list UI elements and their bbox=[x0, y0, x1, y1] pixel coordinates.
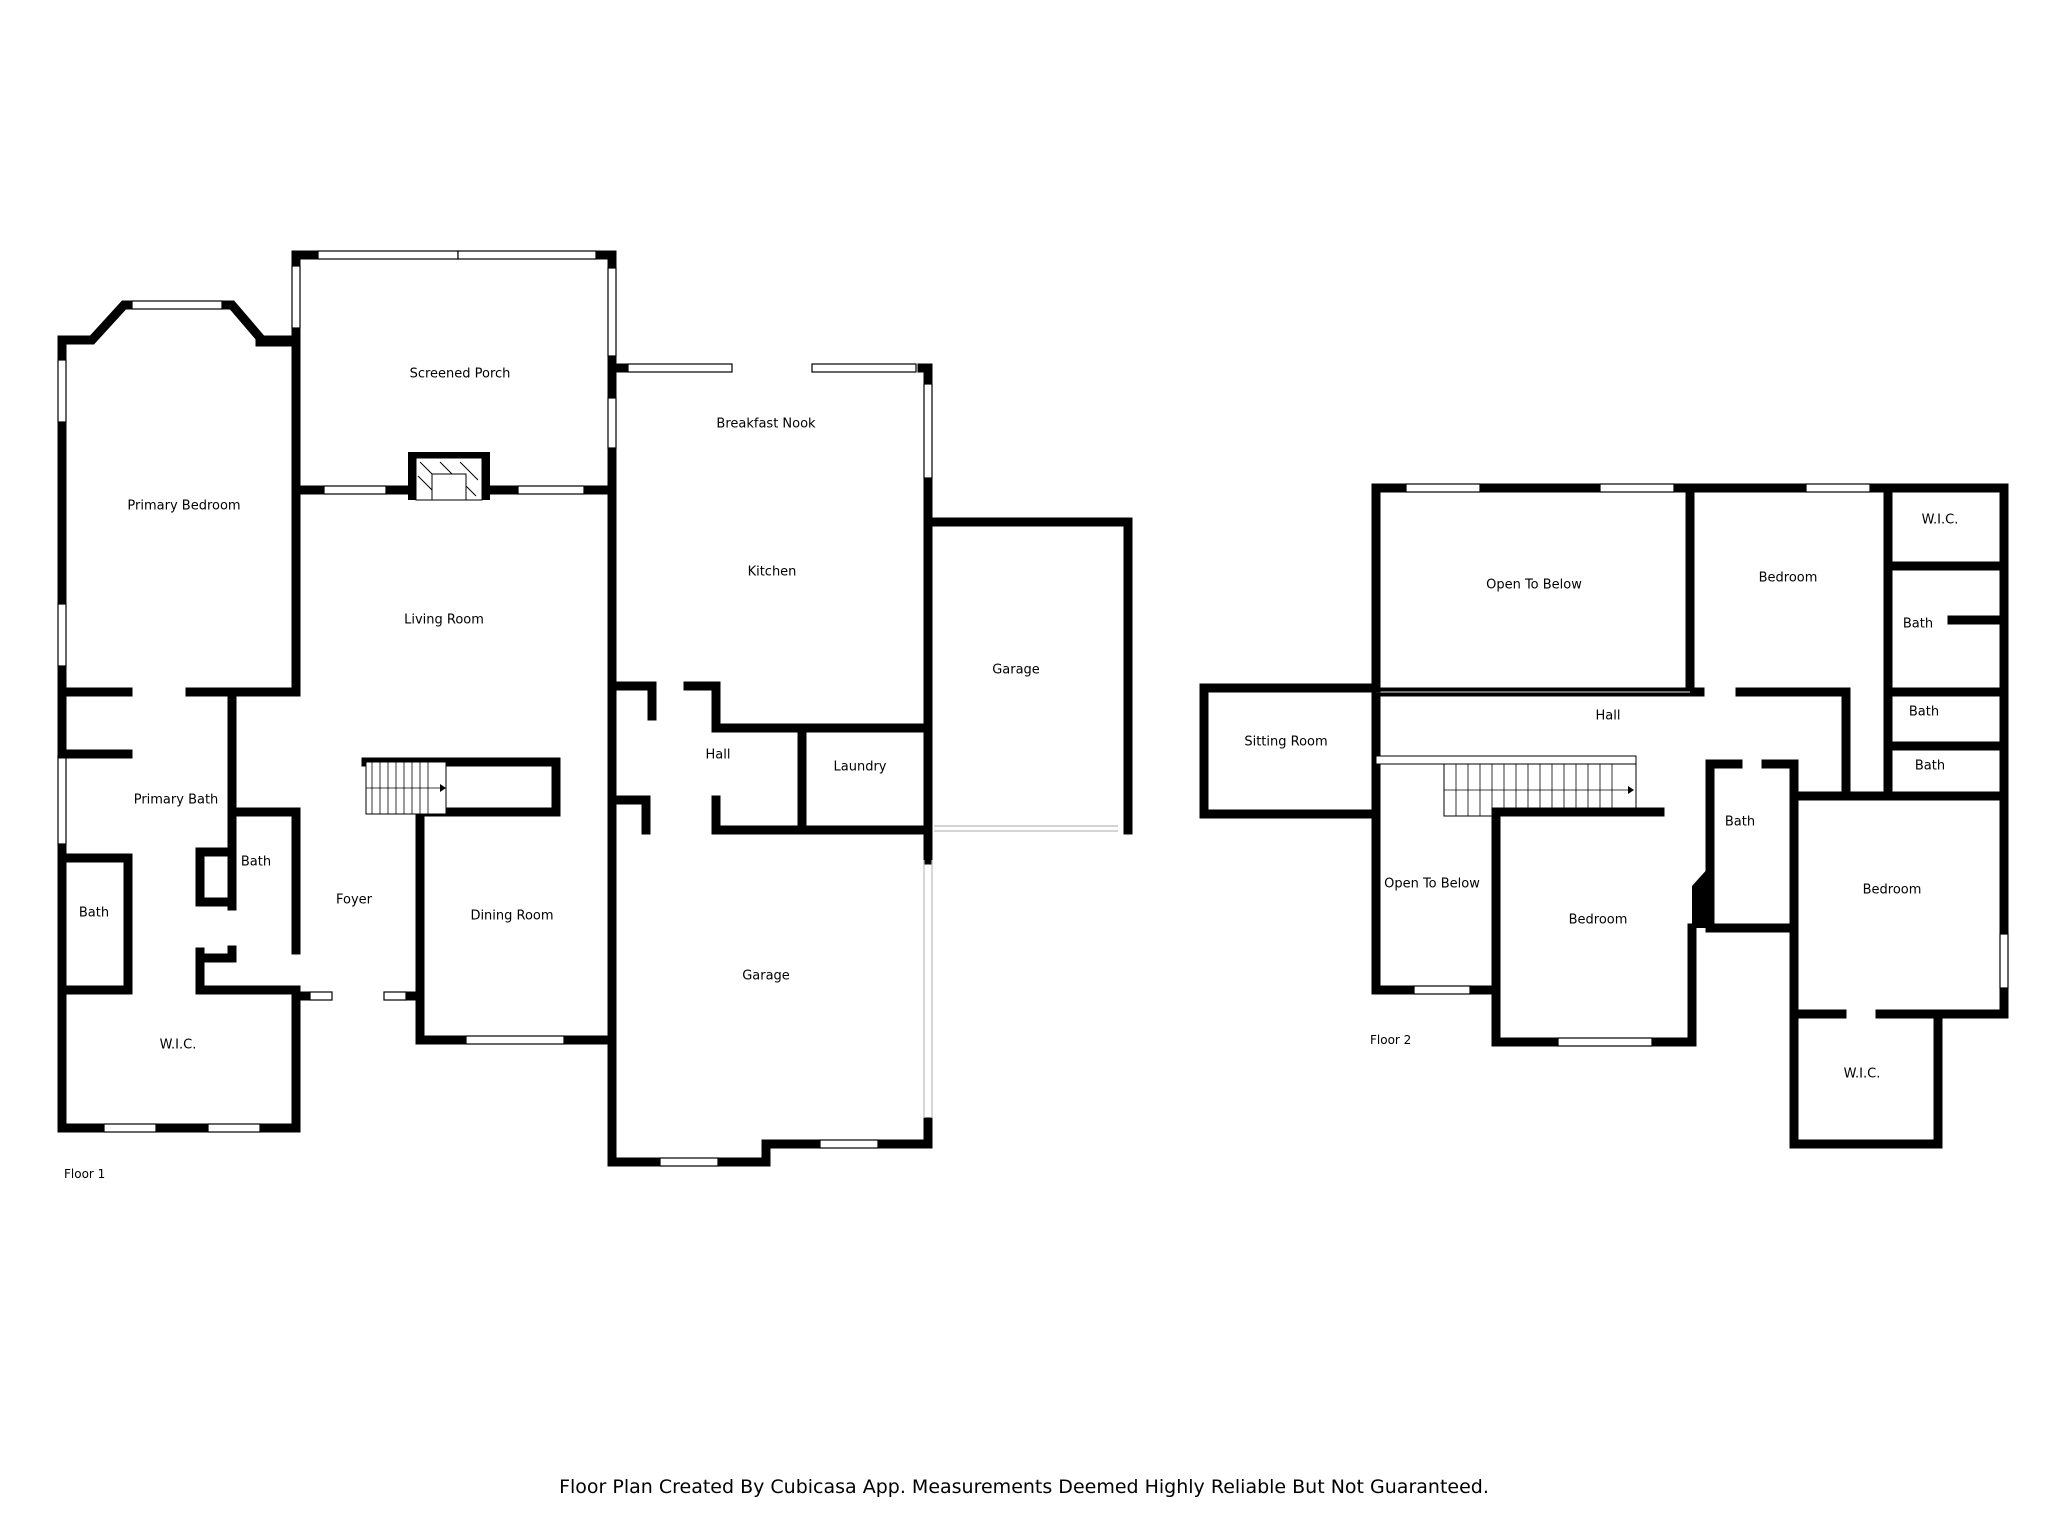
room-label-breakfast-nook: Breakfast Nook bbox=[716, 417, 816, 432]
window bbox=[1405, 483, 1481, 493]
window bbox=[627, 363, 733, 373]
room-label-bath-lower: Bath bbox=[1915, 759, 1945, 774]
room-label-foyer: Foyer bbox=[336, 893, 373, 908]
primary-bath-walls bbox=[57, 687, 301, 1133]
room-label-sitting-room: Sitting Room bbox=[1244, 735, 1327, 750]
sitting-room-walls bbox=[1199, 683, 1381, 819]
room-label-screened-porch: Screened Porch bbox=[410, 367, 511, 382]
kitchen-walls bbox=[607, 363, 933, 817]
room-label-bath-mid: Bath bbox=[1909, 705, 1939, 720]
living-room-walls bbox=[291, 485, 617, 1045]
window bbox=[291, 265, 301, 329]
window bbox=[811, 363, 917, 373]
window bbox=[207, 1123, 261, 1133]
main-garage-walls bbox=[607, 825, 933, 1167]
hall-laundry-walls bbox=[607, 681, 933, 835]
window bbox=[1599, 483, 1675, 493]
window bbox=[103, 1123, 157, 1133]
window bbox=[57, 755, 67, 845]
window bbox=[1999, 933, 2009, 989]
window bbox=[1557, 1037, 1653, 1047]
fireplace bbox=[408, 452, 490, 501]
room-label-laundry: Laundry bbox=[834, 760, 887, 775]
room-label-hall: Hall bbox=[706, 748, 731, 763]
stairs bbox=[365, 761, 447, 815]
room-label-bath-upper: Bath bbox=[1903, 617, 1933, 632]
window bbox=[819, 1139, 879, 1149]
room-label-bedroom-top: Bedroom bbox=[1759, 571, 1818, 586]
window bbox=[1413, 985, 1471, 995]
window bbox=[517, 485, 585, 495]
room-label-open-to-below-left: Open To Below bbox=[1384, 877, 1480, 892]
window bbox=[57, 359, 67, 423]
window bbox=[923, 383, 933, 479]
room-label-bath-small: Bath bbox=[241, 855, 271, 870]
floor-2-plan bbox=[1199, 483, 2009, 1149]
room-label-wic-bottom: W.I.C. bbox=[1844, 1067, 1881, 1082]
room-label-bedroom-center: Bedroom bbox=[1569, 913, 1628, 928]
room-label-primary-bath: Primary Bath bbox=[134, 793, 219, 808]
room-label-bath-left: Bath bbox=[79, 906, 109, 921]
room-label-living-room: Living Room bbox=[404, 613, 484, 628]
room-label-primary-bedroom: Primary Bedroom bbox=[127, 499, 240, 514]
room-label-bedroom-right: Bedroom bbox=[1863, 883, 1922, 898]
window bbox=[1805, 483, 1871, 493]
room-label-bath-center: Bath bbox=[1725, 815, 1755, 830]
room-label-open-to-below-top: Open To Below bbox=[1486, 578, 1582, 593]
room-label-garage-right: Garage bbox=[992, 663, 1040, 678]
window bbox=[309, 991, 333, 1001]
floor-1-plan bbox=[57, 250, 1133, 1167]
window bbox=[607, 267, 617, 357]
footer-disclaimer: Floor Plan Created By Cubicasa App. Meas… bbox=[559, 1476, 1489, 1498]
window bbox=[383, 991, 407, 1001]
wall-corner bbox=[1692, 866, 1710, 928]
lower-rooms-walls bbox=[1371, 759, 2009, 1149]
room-label-kitchen: Kitchen bbox=[748, 565, 797, 580]
floor-2-label: Floor 2 bbox=[1370, 1033, 1411, 1047]
window bbox=[57, 603, 67, 667]
window bbox=[323, 485, 387, 495]
window bbox=[131, 300, 223, 310]
room-label-hall-2: Hall bbox=[1596, 709, 1621, 724]
window bbox=[659, 1157, 719, 1167]
room-label-wic: W.I.C. bbox=[160, 1038, 197, 1053]
stairs-floor-2 bbox=[1375, 755, 1637, 817]
room-label-dining-room: Dining Room bbox=[470, 909, 553, 924]
window bbox=[317, 250, 459, 260]
window bbox=[457, 250, 597, 260]
floor-1-label: Floor 1 bbox=[64, 1167, 105, 1181]
window bbox=[607, 397, 617, 449]
room-label-garage-main: Garage bbox=[742, 969, 790, 984]
room-label-wic-top: W.I.C. bbox=[1922, 513, 1959, 528]
primary-bedroom-walls bbox=[57, 300, 301, 995]
window bbox=[465, 1035, 565, 1045]
